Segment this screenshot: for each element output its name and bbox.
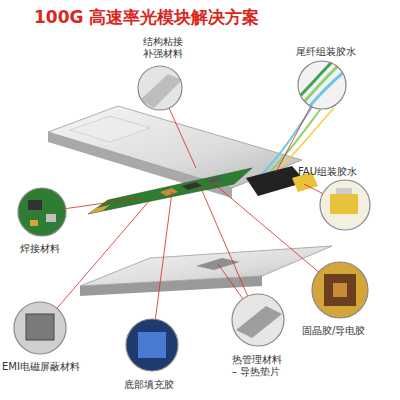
detail-circle <box>126 319 178 371</box>
detail-circle <box>232 294 284 346</box>
detail-bg <box>14 302 66 354</box>
detail-die-attach <box>312 262 368 318</box>
part-label: 焊接材料 <box>20 243 60 255</box>
detail-circle <box>320 180 370 230</box>
fiber <box>266 102 326 176</box>
detail-part <box>324 274 356 306</box>
detail-bg <box>232 294 284 346</box>
part-label: EMI电磁屏蔽材料 <box>2 361 80 373</box>
detail-part <box>236 306 282 338</box>
detail-fiber <box>298 60 334 98</box>
detail-part <box>336 188 352 194</box>
detail-solder <box>18 188 66 236</box>
detail-bg <box>138 66 182 110</box>
detail-circle <box>18 188 66 236</box>
title: 100G 高速率光模块解决方案 <box>34 7 259 27</box>
gold-fingers <box>88 205 110 214</box>
part-label: 底部填充胶 <box>124 379 174 391</box>
part-label: FAU组装胶水 <box>298 166 357 178</box>
detail-pigtail <box>298 60 346 109</box>
detail-part <box>28 200 42 210</box>
detail-thermal <box>232 294 284 346</box>
detail-circle <box>138 66 182 110</box>
detail-part <box>138 332 166 358</box>
detail-bg <box>298 61 346 109</box>
leader-lines <box>40 85 345 345</box>
detail-fau <box>320 180 370 230</box>
detail-part <box>26 314 54 340</box>
detail-bg <box>320 180 370 230</box>
bottom-shell <box>80 246 332 286</box>
chip <box>206 177 223 183</box>
detail-part <box>333 283 347 297</box>
detail-underfill <box>126 319 178 371</box>
detail-structure <box>138 66 182 110</box>
detail-circle <box>312 262 368 318</box>
chip <box>160 188 178 196</box>
detail-circle <box>298 61 346 109</box>
detail-fiber <box>308 70 346 108</box>
detail-circle <box>14 302 66 354</box>
part-label: 热管理材料 – 导热垫片 <box>232 354 288 378</box>
detail-part <box>30 220 38 226</box>
detail-fiber <box>302 64 340 104</box>
detail-emi <box>14 302 66 354</box>
chip <box>182 182 202 190</box>
part-label: 固晶胶/导电胶 <box>302 325 365 337</box>
cover-latch <box>70 116 150 142</box>
detail-bg <box>18 188 66 236</box>
detail-part <box>46 214 56 222</box>
part-label: 尾纤组装胶水 <box>296 46 356 58</box>
part-label: 结构粘接 补强材料 <box>138 36 188 60</box>
detail-bg <box>312 262 368 318</box>
detail-part <box>330 194 358 214</box>
detail-bg <box>126 319 178 371</box>
